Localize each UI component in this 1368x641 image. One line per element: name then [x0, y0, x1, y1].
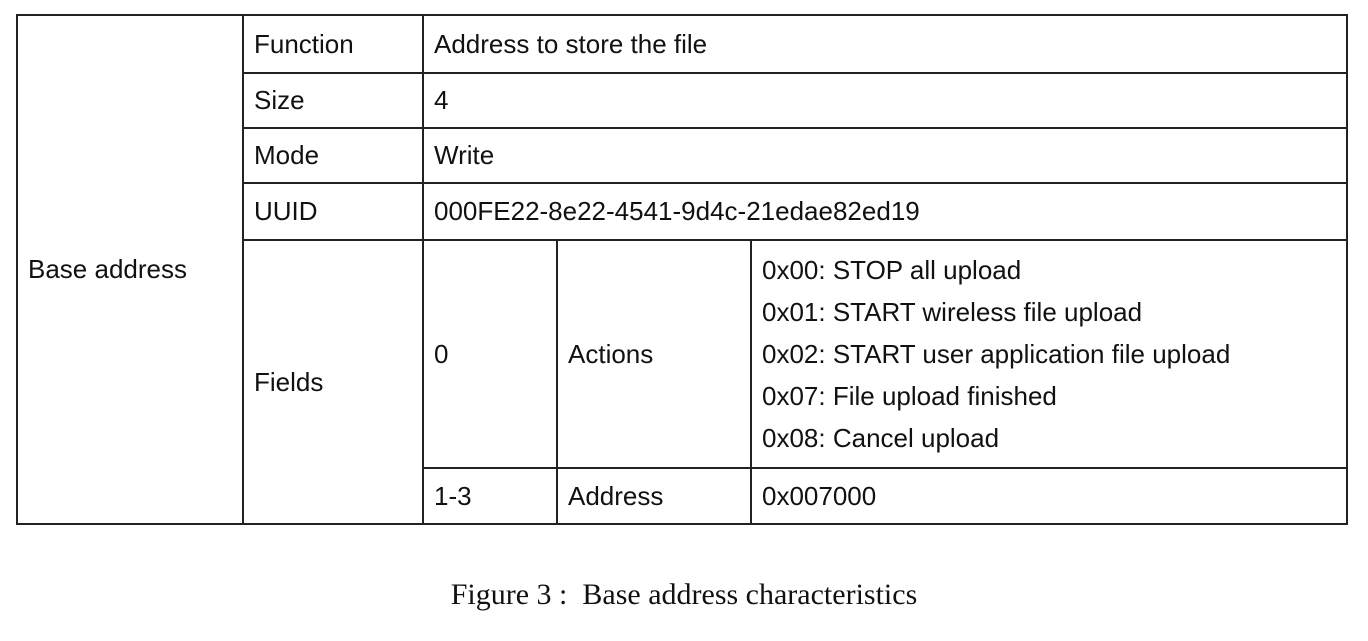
- figure-caption: Figure 3 : Base address characteristics: [450, 578, 918, 611]
- list-item: 0x01: START wireless file upload: [762, 297, 1143, 327]
- function-label: Function: [242, 14, 424, 74]
- table-row-fields-address: 1-3 Address 0x007000: [17, 467, 1348, 525]
- table-row-fields-actions: Fields 0 Actions 0x00: STOP all upload 0…: [17, 239, 1348, 525]
- list-item: 0x00: STOP all upload: [762, 255, 1022, 285]
- size-value: 4: [422, 72, 1348, 129]
- fields-label: Fields: [242, 239, 424, 525]
- function-value: Address to store the file: [422, 14, 1348, 74]
- field-values-actions: 0x00: STOP all upload 0x01: START wirele…: [750, 239, 1348, 469]
- action-values-list: 0x00: STOP all upload 0x01: START wirele…: [762, 249, 1346, 459]
- field-name-address: Address: [556, 467, 752, 525]
- table-row-size: Size 4: [17, 72, 1348, 129]
- uuid-label: UUID: [242, 182, 424, 241]
- field-value-address: 0x007000: [750, 467, 1348, 525]
- list-item: 0x07: File upload finished: [762, 381, 1057, 411]
- characteristics-table: Base address Function Address to store t…: [16, 14, 1348, 525]
- field-name-actions: Actions: [556, 239, 752, 469]
- group-label-cell: Base address: [16, 14, 244, 525]
- uuid-value: 000FE22-8e22-4541-9d4c-21edae82ed19: [422, 182, 1348, 241]
- table-row-uuid: UUID 000FE22-8e22-4541-9d4c-21edae82ed19: [17, 182, 1348, 241]
- field-index-0: 0: [422, 239, 558, 469]
- mode-value: Write: [422, 127, 1348, 184]
- table-row-function: Base address Function Address to store t…: [16, 14, 1348, 525]
- field-index-1-3: 1-3: [422, 467, 558, 525]
- size-label: Size: [242, 72, 424, 129]
- table-row-mode: Mode Write: [17, 127, 1348, 184]
- mode-label: Mode: [242, 127, 424, 184]
- list-item: 0x08: Cancel upload: [762, 423, 1000, 453]
- list-item: 0x02: START user application file upload: [762, 339, 1231, 369]
